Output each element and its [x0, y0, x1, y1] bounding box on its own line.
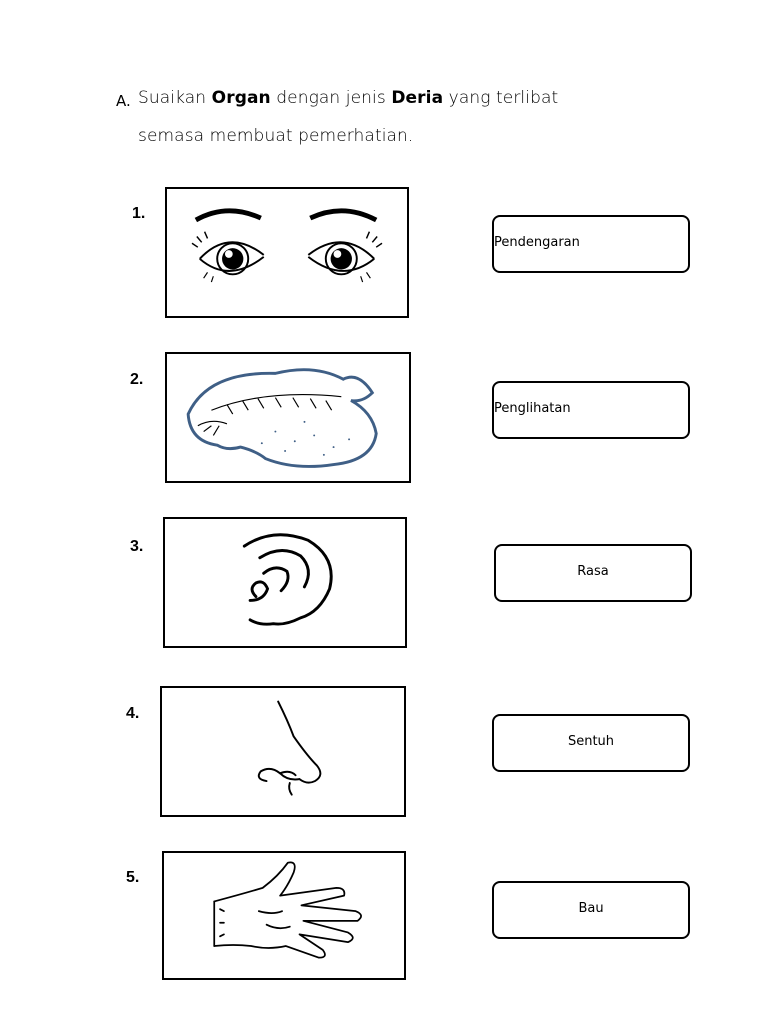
- item-number-2: 2.: [130, 371, 144, 388]
- answer-label-5: Bau: [578, 901, 604, 916]
- eyes-icon: [191, 208, 383, 283]
- image-box-3: [163, 517, 407, 648]
- question-letter: A.: [116, 92, 131, 110]
- ear-icon: [242, 533, 333, 626]
- tongue-icon: [186, 368, 378, 468]
- answer-box-2[interactable]: Penglihatan: [492, 381, 690, 439]
- image-box-1: [165, 187, 409, 318]
- answer-label-1: Pendengaran: [494, 235, 580, 250]
- answer-label-2: Penglihatan: [494, 401, 571, 416]
- item-number-1: 1.: [132, 205, 146, 222]
- answer-box-4[interactable]: Sentuh: [492, 714, 690, 772]
- answer-box-1[interactable]: Pendengaran: [492, 215, 690, 273]
- answer-box-3[interactable]: Rasa: [494, 544, 692, 602]
- item-number-3: 3.: [130, 538, 144, 555]
- nose-icon: [257, 700, 322, 796]
- image-box-2: [165, 352, 411, 483]
- question-text-line2: semasa membuat pemerhatian.: [138, 126, 414, 146]
- answer-label-4: Sentuh: [567, 734, 615, 749]
- hand-icon: [213, 861, 362, 959]
- answer-box-5[interactable]: Bau: [492, 881, 690, 939]
- image-box-4: [160, 686, 406, 817]
- answer-label-3: Rasa: [577, 564, 609, 579]
- image-box-5: [162, 851, 406, 980]
- item-number-5: 5.: [126, 869, 140, 886]
- item-number-4: 4.: [126, 705, 140, 722]
- question-text-line1: Suaikan Organ dengan jenis Deria yang te…: [138, 88, 559, 108]
